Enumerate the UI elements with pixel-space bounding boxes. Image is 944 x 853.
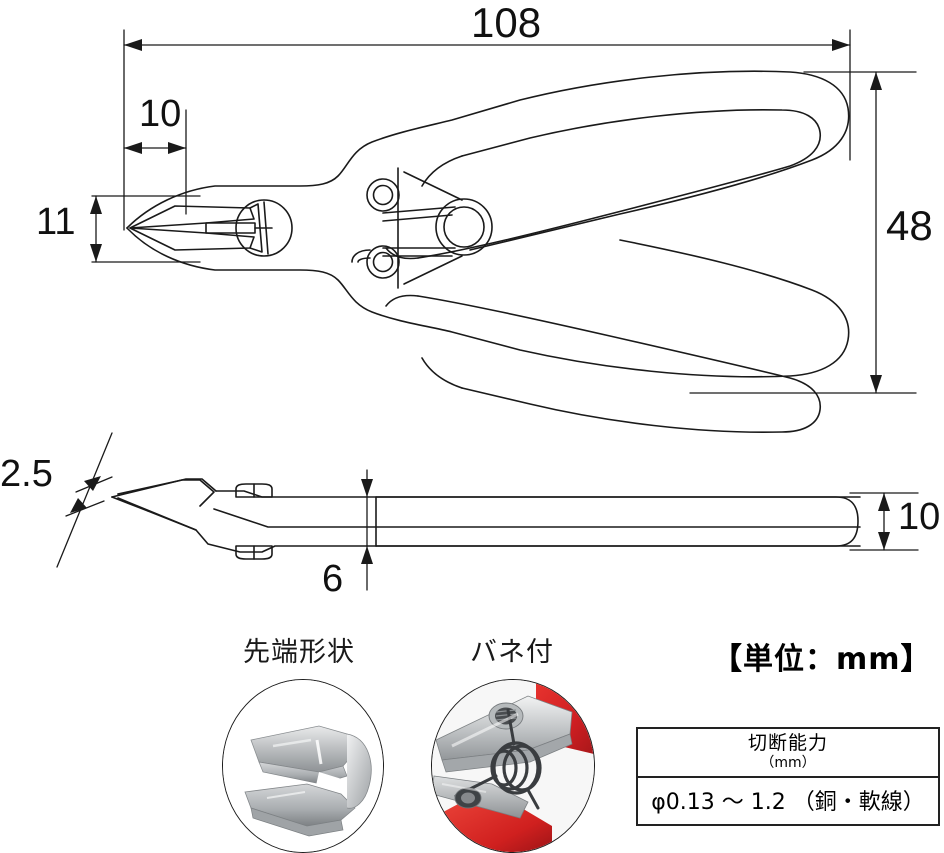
front-view-pliers-outline [126,70,850,434]
side-view-outline [111,478,861,560]
caption-tip-shape: 先端形状 [243,637,355,668]
dim-overall-length: 108 [471,0,542,46]
capacity-header-unit: （mm） [760,754,816,771]
front-view-dimension-lines [90,29,917,394]
cutting-capacity-table: 切断能力 （mm） φ0.13 ～ 1.2 （銅・軟線） [636,727,940,826]
dim-handle-thickness: 10 [898,496,941,538]
capacity-table-header: 切断能力 （mm） [638,729,938,778]
dim-tip-thickness: 2.5 [0,453,53,495]
capacity-table-value: φ0.13 ～ 1.2 （銅・軟線） [651,789,925,815]
dim-overall-height: 48 [886,202,933,249]
tip-shape-illustration [223,680,383,852]
dim-jaw-length: 10 [139,93,182,135]
capacity-header-title: 切断能力 [747,732,828,754]
photo-tip-shape [222,679,384,853]
dim-jaw-height: 11 [36,201,76,243]
photo-with-spring [431,679,595,853]
unit-note: 【単位：mm】 [712,642,932,677]
spring-illustration [432,680,594,852]
side-view-dimension-lines [56,432,919,591]
caption-with-spring: バネ付 [470,637,554,668]
dim-blade-thickness: 6 [322,558,344,600]
